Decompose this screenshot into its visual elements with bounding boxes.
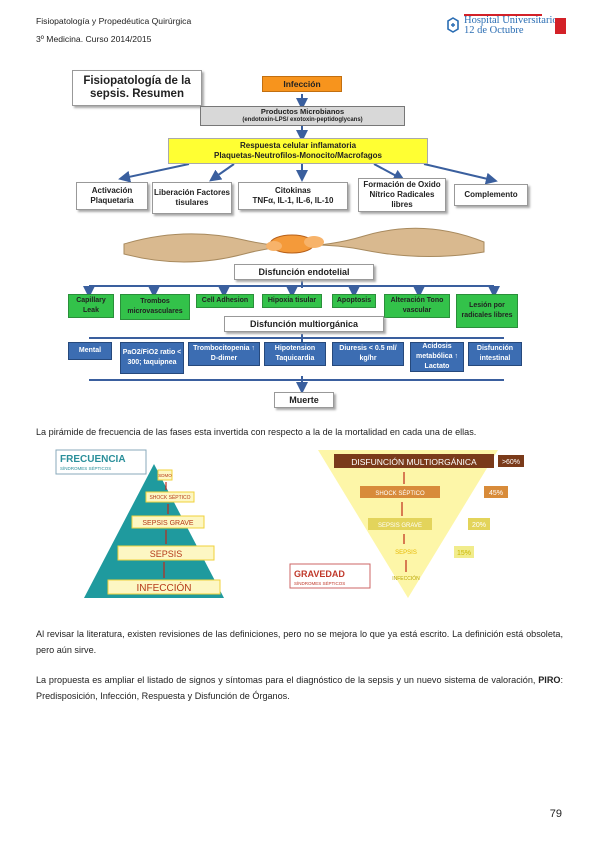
pyramid-level-infeccion: INFECCIÓN	[137, 581, 192, 594]
complemento-box: Complemento	[454, 184, 528, 206]
blue-box-disfuncion-intestinal: Disfunción intestinal	[468, 342, 522, 366]
green-box-trombos: Trombos microvasculares	[120, 294, 190, 320]
green-box-lesion-radicales: Lesión por radicales libres	[456, 294, 518, 328]
blue-box-mental: Mental	[68, 342, 112, 360]
frequency-pyramid: FRECUENCIA SÍNDROMES SÉPTICOS SDMO SHOCK…	[55, 449, 224, 598]
pyramid-level-sdmo: SDMO	[158, 473, 172, 478]
blue-box-acidosis: Acidosis metabólica ↑ Lactato	[410, 342, 464, 372]
pyramid-level-sepsis: SEPSIS	[150, 549, 183, 559]
blue-box-diuresis: Diuresis < 0.5 ml/ kg/hr	[332, 342, 404, 366]
severity-level-sepsis: SEPSIS	[395, 550, 417, 556]
header-course-year: 3º Medicina. Curso 2014/2015	[36, 34, 152, 44]
pyramid-level-shock: SHOCK SÉPTICO	[149, 494, 190, 501]
sepsis-pyramids-figure: FRECUENCIA SÍNDROMES SÉPTICOS SDMO SHOCK…	[55, 449, 524, 598]
pyramid-level-sepsis-grave: SEPSIS GRAVE	[142, 520, 194, 527]
severity-percent-sepsis-grave: 20%	[472, 522, 486, 529]
severity-level-infeccion: INFECCIÓN	[392, 575, 420, 582]
severity-inverted-pyramid: DISFUNCIÓN MULTIORGÁNICA >60% SHOCK SÉPT…	[289, 450, 524, 598]
infeccion-box: Infección	[262, 76, 342, 92]
blue-box-hipotension: Hipotension Taquicardia	[264, 342, 326, 366]
logo-red-bar	[464, 14, 542, 16]
blue-box-pao2: PaO2/FiO2 ratio < 300; taquipnea	[120, 342, 184, 374]
green-box-hipoxia: Hipoxia tisular	[262, 294, 322, 308]
productos-microbianos-box: Productos Microbianos(endotoxin-LPS/ exo…	[200, 106, 405, 126]
severity-level-sepsis-grave: SEPSIS GRAVE	[378, 523, 422, 529]
diagram-arrows	[83, 94, 504, 394]
severity-title: GRAVEDAD	[294, 569, 345, 579]
green-box-apoptosis: Apoptosis	[332, 294, 376, 308]
endothelium-illustration	[123, 227, 485, 263]
header-course-title: Fisiopatología y Propedéutica Quirúrgica	[36, 16, 192, 26]
hospital-logo-icon	[447, 17, 459, 33]
page-number: 79	[549, 808, 562, 820]
severity-percent-shock: 45%	[489, 490, 503, 497]
oxido-nitrico-box: Formación de Oxido Nítrico Radicales lib…	[358, 178, 446, 212]
severity-percent-sepsis: 15%	[457, 550, 471, 557]
severity-level-shock: SHOCK SÉPTICO	[375, 490, 425, 497]
blue-box-trombocitopenia: Trombocitopenia ↑ D-dimer	[188, 342, 260, 366]
activacion-plaquetaria-box: Activación Plaquetaria	[76, 182, 148, 210]
paragraph-piramide: La pirámide de frecuencia de las fases e…	[36, 427, 477, 437]
frequency-subtitle: SÍNDROMES SÉPTICOS	[60, 465, 111, 471]
liberacion-factores-box: Liberación Factores tisulares	[152, 182, 232, 214]
paragraph-piro: La propuesta es ampliar el listado de si…	[36, 675, 563, 701]
muerte-box: Muerte	[274, 392, 334, 408]
severity-level-dmo: DISFUNCIÓN MULTIORGÁNICA	[351, 457, 477, 467]
green-box-alteracion-tono: Alteración Tono vascular	[384, 294, 450, 318]
severity-percent-dmo: >60%	[502, 459, 520, 466]
paragraph-literatura: Al revisar la literatura, existen revisi…	[36, 629, 563, 655]
disfuncion-multiorganica-box: Disfunción multiorgánica	[224, 316, 384, 332]
green-box-capillary-leak: Capillary Leak	[68, 294, 114, 318]
disfuncion-endotelial-box: Disfunción endotelial	[234, 264, 374, 280]
frequency-title: FRECUENCIA	[60, 454, 126, 465]
severity-subtitle: SÍNDROMES SÉPTICOS	[294, 580, 345, 586]
green-box-cell-adhesion: Cell Adhesion	[196, 294, 254, 308]
logo-madrid-mark	[555, 18, 566, 34]
